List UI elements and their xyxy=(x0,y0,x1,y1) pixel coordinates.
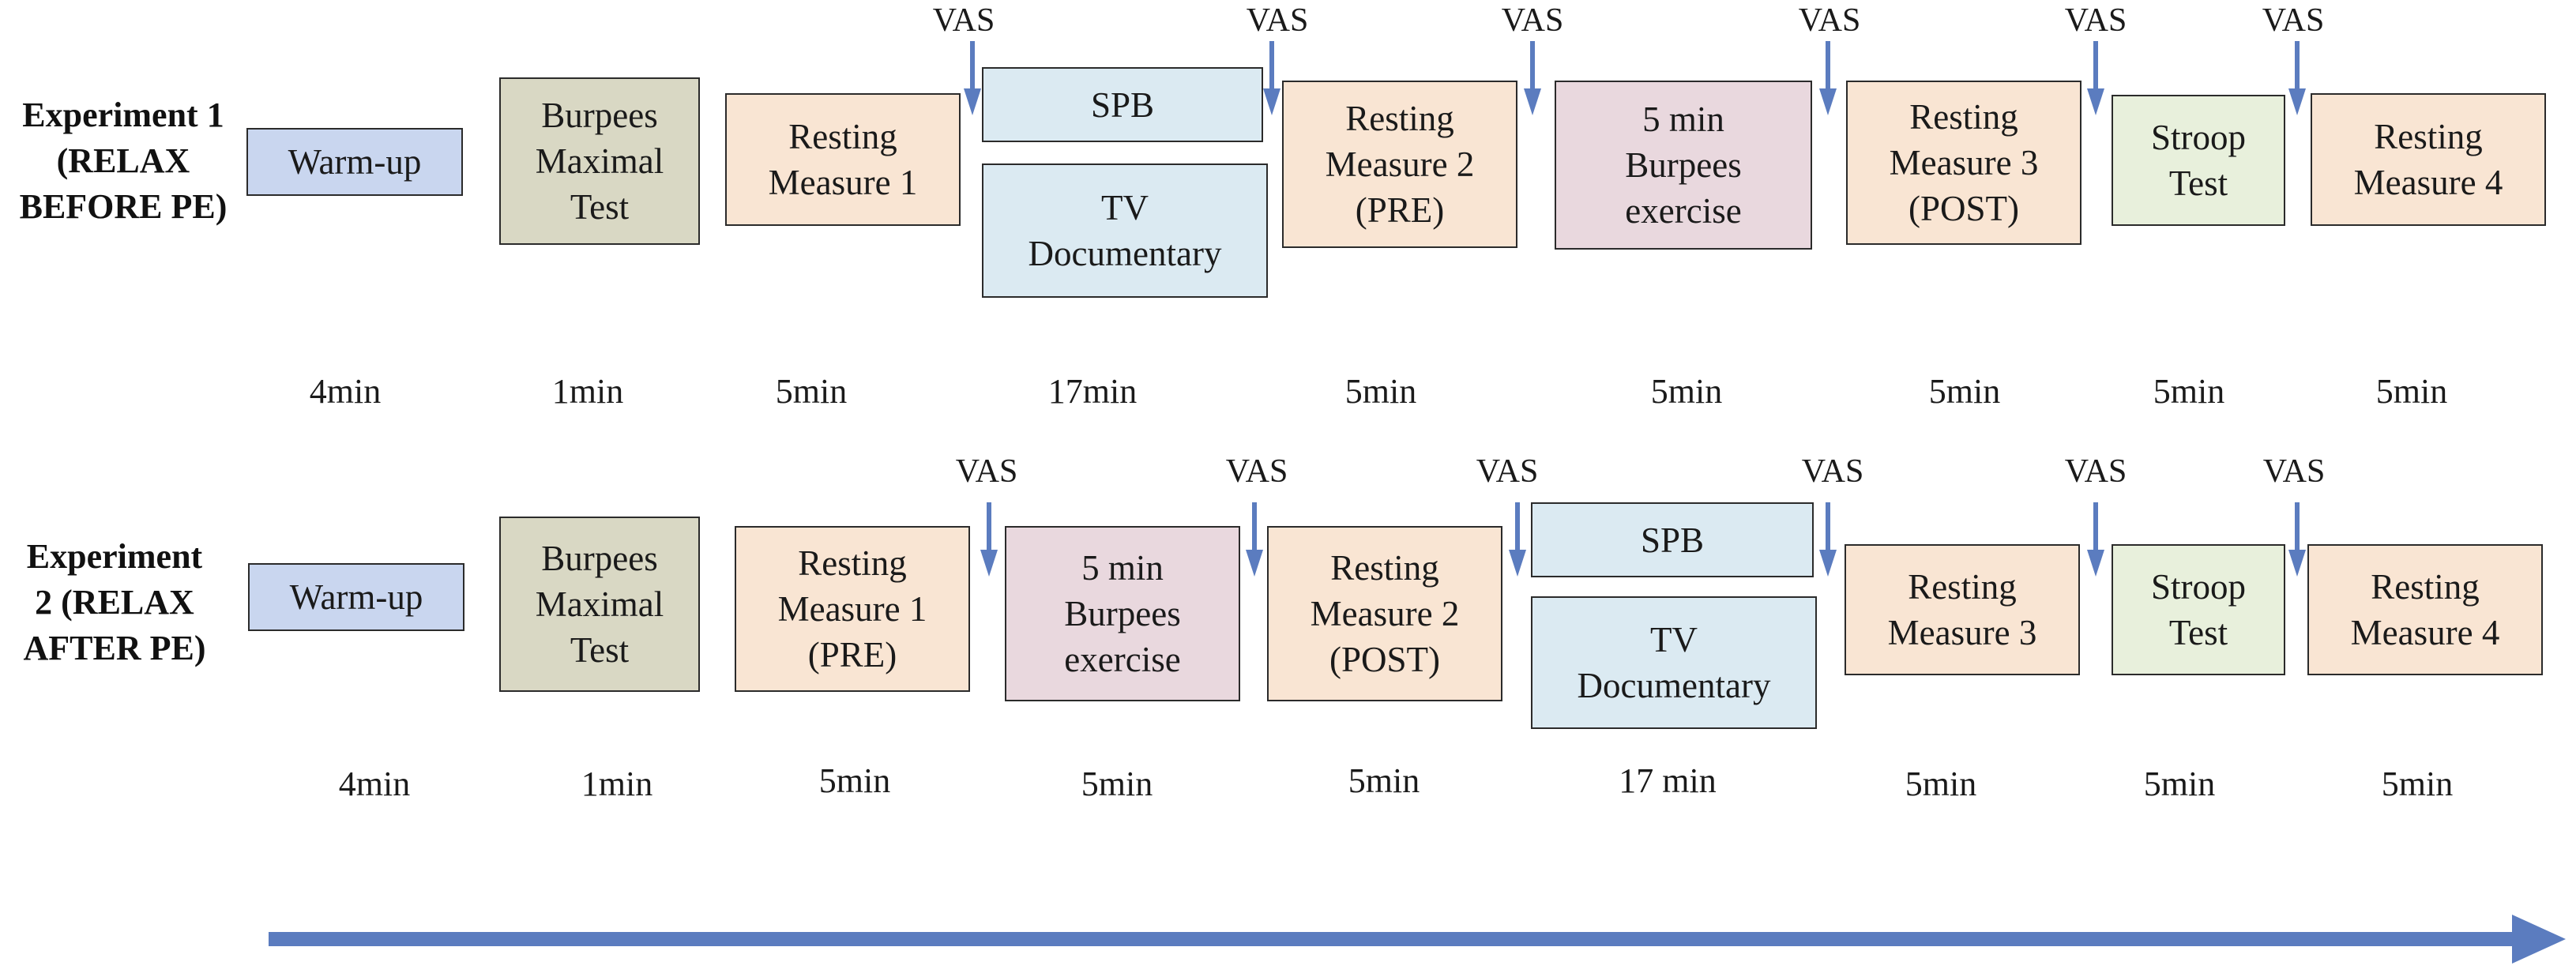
exp2-vas-arrow-2 xyxy=(1246,502,1263,577)
exp2-vas-label-3: VAS xyxy=(1476,453,1539,490)
exp2-stroop-test-box: Stroop Test xyxy=(2112,544,2285,675)
exp1-vas-arrow-4 xyxy=(1819,41,1837,115)
exp2-vas-label-4: VAS xyxy=(1801,453,1864,490)
exp2-vas-arrow-3 xyxy=(1509,502,1526,577)
exp1-vas-label-4: VAS xyxy=(1798,2,1861,39)
exp1-vas-arrow-1 xyxy=(964,41,981,115)
exp2-vas-arrow-1 xyxy=(980,502,998,577)
exp1-vas-arrow-5 xyxy=(2087,41,2104,115)
exp2-duration-9: 5min xyxy=(2381,765,2454,803)
exp1-duration-6: 5min xyxy=(1650,372,1723,411)
exp2-vas-label-6: VAS xyxy=(2262,453,2326,490)
exp1-spb-box: SPB xyxy=(982,67,1263,142)
exp1-stroop-test-box: Stroop Test xyxy=(2112,95,2285,226)
exp2-duration-2: 1min xyxy=(581,765,653,803)
exp1-duration-4: 17min xyxy=(1047,372,1138,411)
exp1-burpees-exercise-box: 5 min Burpees exercise xyxy=(1555,81,1812,250)
exp2-duration-7: 5min xyxy=(1905,765,1977,803)
exp1-vas-arrow-3 xyxy=(1524,41,1541,115)
exp1-duration-1: 4min xyxy=(309,372,382,411)
exp1-burpees-maximal-test-box: Burpees Maximal Test xyxy=(499,77,700,245)
exp2-resting-measure-2-box: Resting Measure 2 (POST) xyxy=(1267,526,1502,701)
exp1-vas-label-2: VAS xyxy=(1246,2,1309,39)
exp2-duration-8: 5min xyxy=(2143,765,2216,803)
exp2-spb-box: SPB xyxy=(1531,502,1814,577)
experiment-2-title: Experiment 2 (RELAX AFTER PE) xyxy=(23,537,206,667)
exp1-vas-arrow-2 xyxy=(1263,41,1280,115)
exp2-tv-documentary-box: TV Documentary xyxy=(1531,596,1817,729)
exp2-vas-arrow-4 xyxy=(1819,502,1837,577)
exp1-vas-label-3: VAS xyxy=(1501,2,1564,39)
exp2-duration-1: 4min xyxy=(338,765,411,803)
exp1-vas-label-1: VAS xyxy=(932,2,995,39)
exp2-vas-arrow-5 xyxy=(2087,502,2104,577)
exp1-duration-2: 1min xyxy=(551,372,624,411)
exp1-warmup-box: Warm-up xyxy=(246,128,463,196)
exp1-vas-label-6: VAS xyxy=(2262,2,2325,39)
exp2-resting-measure-3-box: Resting Measure 3 xyxy=(1845,544,2080,675)
exp2-vas-label-5: VAS xyxy=(2064,453,2127,490)
experiment-1-title: Experiment 1 (RELAX BEFORE PE) xyxy=(19,96,228,226)
exp2-burpees-exercise-box: 5 min Burpees exercise xyxy=(1005,526,1240,701)
exp1-resting-measure-4-box: Resting Measure 4 xyxy=(2311,93,2546,226)
exp2-vas-label-2: VAS xyxy=(1225,453,1288,490)
exp2-duration-3: 5min xyxy=(818,761,891,800)
exp1-vas-label-5: VAS xyxy=(2064,2,2127,39)
exp1-duration-5: 5min xyxy=(1344,372,1417,411)
exp2-duration-6: 17 min xyxy=(1619,761,1717,800)
exp2-burpees-maximal-test-box: Burpees Maximal Test xyxy=(499,517,700,692)
exp2-duration-4: 5min xyxy=(1081,765,1153,803)
exp2-resting-measure-4-box: Resting Measure 4 xyxy=(2307,544,2543,675)
exp2-vas-arrow-6 xyxy=(2288,502,2306,577)
exp1-tv-documentary-box: TV Documentary xyxy=(982,163,1268,298)
exp1-duration-3: 5min xyxy=(775,372,848,411)
exp1-resting-measure-2-box: Resting Measure 2 (PRE) xyxy=(1282,81,1517,248)
exp1-duration-8: 5min xyxy=(2153,372,2225,411)
exp2-resting-measure-1-box: Resting Measure 1 (PRE) xyxy=(735,526,970,692)
exp2-vas-label-1: VAS xyxy=(955,453,1018,490)
exp1-duration-9: 5min xyxy=(2375,372,2448,411)
exp2-warmup-box: Warm-up xyxy=(248,563,464,631)
timeline-arrow xyxy=(269,915,2566,964)
exp1-resting-measure-3-box: Resting Measure 3 (POST) xyxy=(1846,81,2081,245)
exp2-duration-5: 5min xyxy=(1348,761,1420,800)
exp1-duration-7: 5min xyxy=(1928,372,2001,411)
exp1-vas-arrow-6 xyxy=(2288,41,2306,115)
exp1-resting-measure-1-box: Resting Measure 1 xyxy=(725,93,961,226)
